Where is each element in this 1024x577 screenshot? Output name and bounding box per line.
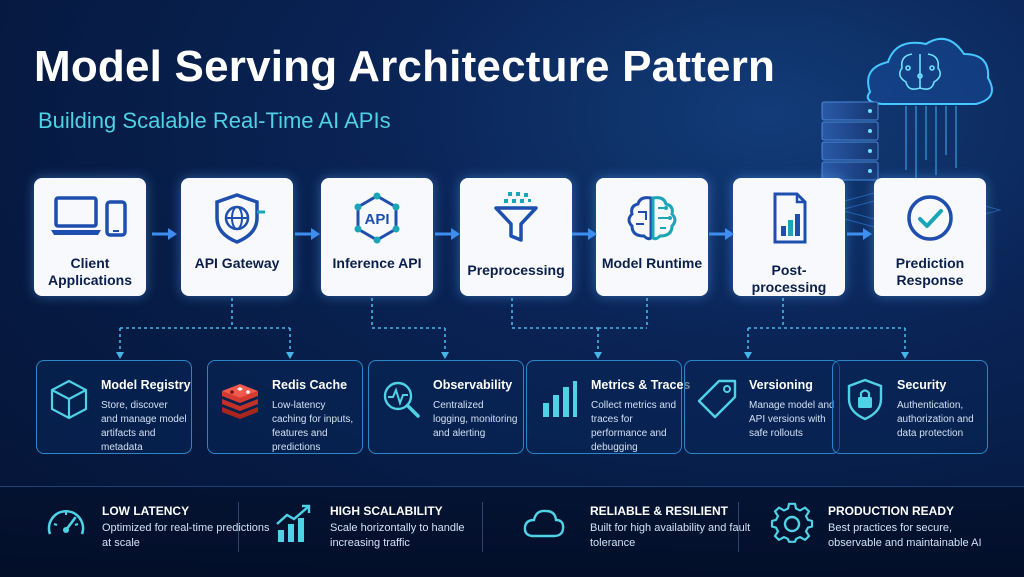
redis-icon bbox=[222, 384, 258, 419]
pipeline-step-label: Model Runtime bbox=[601, 255, 703, 271]
feature-divider bbox=[738, 502, 739, 552]
component-title: Security bbox=[897, 378, 947, 392]
feature-description: Built for high availability and fault to… bbox=[590, 522, 751, 549]
component-card-versioning[interactable]: Versioning Manage model and API versions… bbox=[684, 360, 840, 454]
cube-icon bbox=[50, 379, 88, 420]
flow-arrow bbox=[572, 228, 597, 240]
speedometer-icon bbox=[47, 510, 85, 535]
feature-description: Best practices for secure, observable an… bbox=[828, 522, 982, 549]
component-description: Manage model and API versions with safe … bbox=[749, 400, 835, 439]
pipeline-step-label: Client Applications bbox=[47, 255, 132, 288]
flow-arrow bbox=[295, 228, 320, 240]
pipeline-step-label: Post-processing bbox=[751, 262, 827, 295]
document-chart-icon bbox=[773, 192, 807, 244]
component-card-security[interactable]: Security Authentication, authorization a… bbox=[832, 360, 988, 454]
feature-title: HIGH SCALABILITY bbox=[330, 504, 443, 518]
feature-title: RELIABLE & RESILIENT bbox=[590, 504, 729, 518]
component-title: Model Registry bbox=[101, 378, 191, 392]
pipeline-step-model-runtime[interactable]: Model Runtime bbox=[596, 178, 708, 296]
pipeline-step-label: Inference API bbox=[332, 255, 422, 271]
feature-title: LOW LATENCY bbox=[102, 504, 190, 518]
pipeline-step-client-applications[interactable]: Client Applications bbox=[34, 178, 146, 296]
pipeline-step-post-processing[interactable]: Post-processing bbox=[733, 178, 845, 296]
component-title: Redis Cache bbox=[272, 378, 348, 392]
flow-arrow bbox=[435, 228, 460, 240]
component-description: Store, discover and manage model artifac… bbox=[101, 400, 187, 453]
pipeline-step-preprocessing[interactable]: Preprocessing bbox=[460, 178, 572, 296]
funnel-icon bbox=[494, 192, 538, 242]
component-title: Observability bbox=[433, 378, 513, 392]
bar-chart-icon bbox=[543, 381, 577, 417]
component-description: Low-latency caching for inputs, features… bbox=[272, 400, 354, 453]
pipeline-step-label: API Gateway bbox=[194, 255, 280, 271]
component-title: Metrics & Traces bbox=[591, 378, 691, 392]
api-icon-text: API bbox=[364, 211, 389, 228]
component-card-observability[interactable]: Observability Centralized logging, monit… bbox=[368, 360, 524, 454]
features-band bbox=[0, 486, 1024, 577]
laptop-phone-icon bbox=[51, 196, 127, 237]
feature-divider bbox=[238, 502, 239, 552]
feature-description: Scale horizontally to handle increasing … bbox=[330, 522, 465, 549]
component-description: Centralized logging, monitoring and aler… bbox=[433, 400, 518, 439]
pipeline-step-prediction-response[interactable]: Prediction Response bbox=[874, 178, 986, 296]
component-card-metrics-traces[interactable]: Metrics & Traces Collect metrics and tra… bbox=[526, 360, 690, 454]
brain-circuit-icon bbox=[627, 196, 677, 241]
shield-globe-icon bbox=[215, 193, 265, 244]
tag-icon bbox=[697, 379, 737, 419]
pipeline-step-label: Prediction Response bbox=[895, 255, 965, 288]
component-description: Collect metrics and traces for performan… bbox=[591, 400, 677, 453]
pipeline-step-inference-api[interactable]: API Inference API bbox=[321, 178, 433, 296]
shield-lock-icon bbox=[847, 378, 883, 421]
page-subtitle: Building Scalable Real-Time AI APIs bbox=[38, 108, 391, 133]
flow-arrow bbox=[152, 228, 177, 240]
dotted-connectors bbox=[116, 298, 909, 359]
pipeline-step-label: Preprocessing bbox=[467, 262, 565, 278]
magnifier-pulse-icon bbox=[383, 381, 420, 418]
component-card-model-registry[interactable]: Model Registry Store, discover and manag… bbox=[36, 360, 192, 454]
flow-arrow bbox=[709, 228, 734, 240]
api-hexagon-icon: API bbox=[354, 192, 400, 244]
cloud-icon bbox=[523, 509, 565, 538]
feature-description: Optimized for real-time predictions at s… bbox=[102, 522, 270, 549]
feature-title: PRODUCTION READY bbox=[828, 504, 955, 518]
gear-icon bbox=[770, 502, 814, 543]
check-circle-icon bbox=[907, 195, 953, 241]
flow-arrow bbox=[847, 228, 872, 240]
page-title: Model Serving Architecture Pattern bbox=[34, 42, 776, 91]
pipeline-step-api-gateway[interactable]: API Gateway bbox=[181, 178, 293, 296]
cloud-brain-server-illustration bbox=[808, 37, 1002, 236]
growth-chart-icon bbox=[276, 504, 311, 542]
component-title: Versioning bbox=[749, 378, 813, 392]
component-description: Authentication, authorization and data p… bbox=[897, 400, 974, 439]
component-card-redis-cache[interactable]: Redis Cache Low-latency caching for inpu… bbox=[207, 360, 363, 454]
feature-divider bbox=[482, 502, 483, 552]
